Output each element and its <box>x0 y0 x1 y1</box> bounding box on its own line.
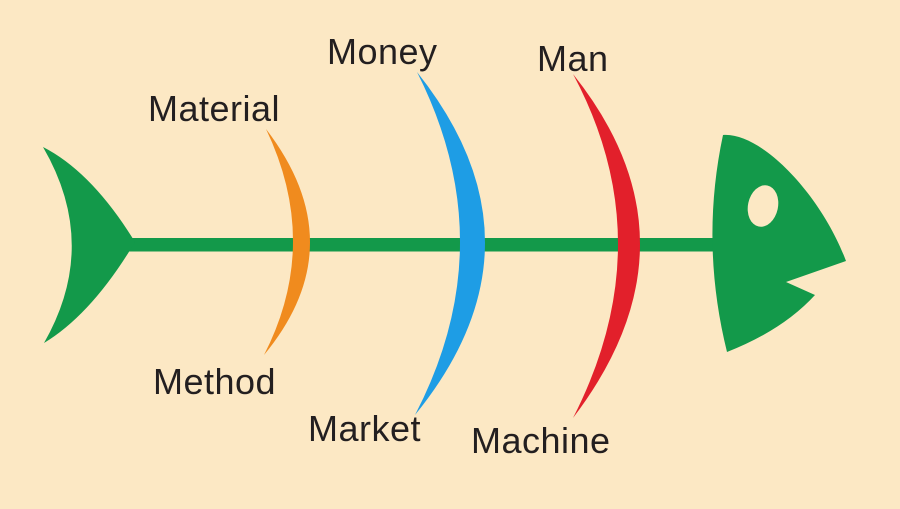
label-material: Material <box>148 88 281 129</box>
fish-head <box>712 134 846 352</box>
label-market: Market <box>308 408 422 449</box>
bone-material-method <box>264 129 311 355</box>
label-money: Money <box>327 31 438 72</box>
label-machine: Machine <box>471 420 611 461</box>
fish-spine <box>128 238 716 252</box>
label-method: Method <box>153 361 277 402</box>
bone-man-machine <box>573 74 640 418</box>
fish-eye <box>747 185 779 227</box>
bone-money-market <box>415 72 486 415</box>
label-man: Man <box>537 38 609 79</box>
fish-tail <box>43 147 135 343</box>
